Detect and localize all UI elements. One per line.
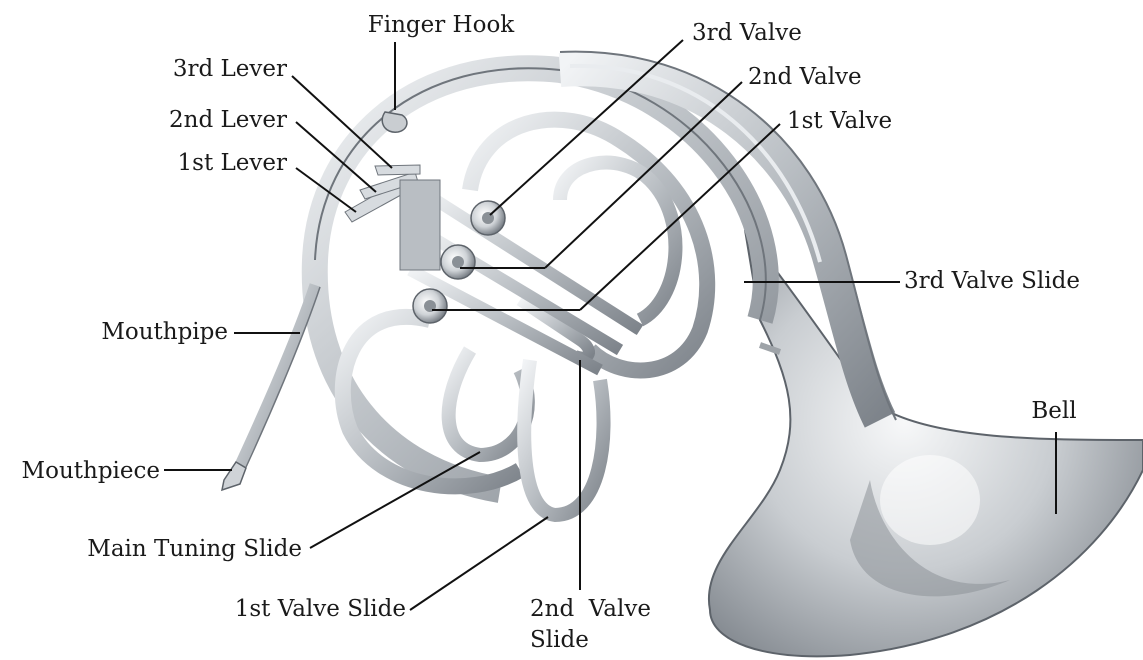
label-finger-hook: Finger Hook [368,12,516,38]
label-2nd-lever: 2nd Lever [169,107,287,133]
mouthpipe [240,285,315,465]
label-main-tuning-slide: Main Tuning Slide [87,536,302,562]
label-mouthpiece: Mouthpiece [22,458,160,484]
label-2nd-valve-slide-line2: Slide [530,627,589,653]
main-tuning-slide-tube [449,350,528,455]
label-3rd-valve: 3rd Valve [692,20,802,46]
outer-hoop [315,68,766,490]
levers [345,165,440,270]
label-mouthpipe: Mouthpipe [101,319,228,345]
label-bell: Bell [1031,398,1076,424]
finger-hook [382,112,407,132]
label-3rd-valve-slide: 3rd Valve Slide [904,268,1080,294]
label-1st-lever: 1st Lever [178,150,287,176]
bell-highlight [880,455,980,545]
valve-tubes [410,190,640,370]
first-valve-slide-tube [524,360,603,515]
mouthpiece [222,462,246,490]
label-2nd-valve-slide-line1: 2nd Valve [530,596,651,622]
label-1st-valve-slide: 1st Valve Slide [235,596,406,622]
label-2nd-valve: 2nd Valve [748,64,862,90]
horn-illustration [222,52,1143,657]
leader-1st-valve-slide [410,517,548,610]
label-3rd-lever: 3rd Lever [173,56,287,82]
label-1st-valve: 1st Valve [787,108,892,134]
